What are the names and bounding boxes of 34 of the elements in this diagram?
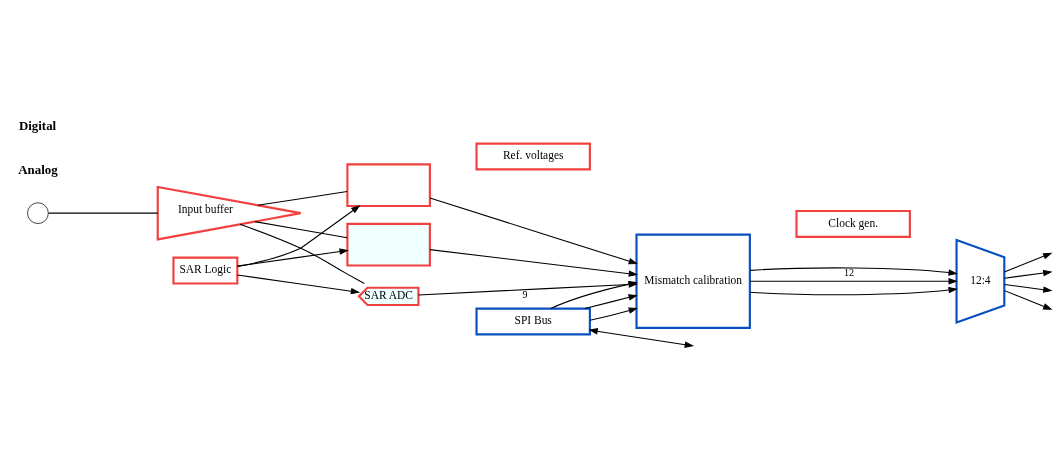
node-box: Mismatch calibration	[635, 233, 751, 329]
node-box: SPI Bus	[475, 307, 591, 335]
arrow	[588, 327, 695, 348]
connector	[48, 212, 159, 214]
connector	[254, 220, 348, 238]
arrow	[1003, 252, 1053, 273]
node-box: Ref. voltages	[475, 142, 591, 170]
arrow	[749, 286, 958, 295]
node-box: 12:4	[955, 238, 1006, 324]
arrow	[589, 306, 638, 321]
node-circle	[27, 201, 49, 224]
arrow	[1003, 289, 1053, 310]
node-box: SAR Logic	[172, 256, 239, 285]
arrow	[749, 266, 958, 276]
node-box	[346, 162, 431, 207]
arrow	[236, 273, 361, 294]
node-box: Clock gen.	[795, 209, 911, 238]
node-box	[346, 222, 431, 267]
arrow	[429, 248, 639, 277]
arrow	[749, 277, 958, 285]
arrow	[417, 280, 638, 295]
edge-label: 12	[844, 266, 855, 278]
arrow	[550, 280, 638, 309]
arrow	[429, 197, 638, 264]
edge-label: 9	[522, 288, 528, 300]
connector	[239, 223, 365, 284]
label: Digital	[18, 117, 57, 133]
connector	[257, 190, 348, 206]
arrow	[584, 293, 638, 309]
arrow	[236, 204, 361, 267]
arrow	[1003, 269, 1053, 279]
label: Analog	[18, 161, 58, 177]
arrow	[236, 247, 349, 267]
arrow	[1003, 283, 1053, 293]
